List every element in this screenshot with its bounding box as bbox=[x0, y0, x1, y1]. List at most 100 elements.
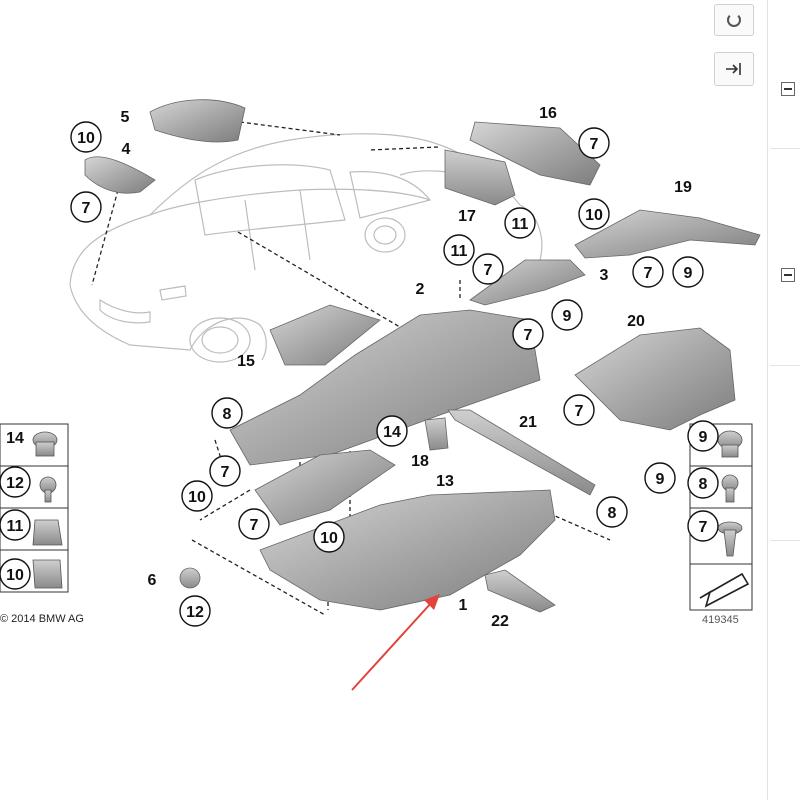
callout-circled-8: 8 bbox=[596, 496, 628, 528]
callout-plain-2: 2 bbox=[416, 281, 425, 298]
part-17-shape bbox=[444, 149, 516, 206]
part-22-shape bbox=[484, 569, 556, 613]
part-15-shape bbox=[269, 304, 381, 366]
callout-plain-5: 5 bbox=[121, 109, 130, 126]
callout-plain-3: 3 bbox=[600, 267, 609, 284]
callout-label: 7 bbox=[699, 519, 708, 536]
callout-label: 7 bbox=[590, 136, 599, 153]
part-21-shape bbox=[447, 409, 596, 496]
callout-label: 12 bbox=[186, 604, 204, 621]
callout-label: 9 bbox=[563, 308, 572, 325]
part-5-shape bbox=[149, 99, 246, 143]
callout-label: 8 bbox=[223, 406, 232, 423]
callout-plain-20: 20 bbox=[627, 313, 645, 330]
callout-label: 9 bbox=[656, 471, 665, 488]
part-16-shape bbox=[469, 121, 601, 186]
callout-label: 10 bbox=[188, 489, 206, 506]
copyright-text: © 2014 BMW AG bbox=[0, 613, 84, 625]
callout-plain-15: 15 bbox=[237, 353, 255, 370]
callout-circled-9: 9 bbox=[551, 299, 583, 331]
callout-circled-7: 7 bbox=[209, 455, 241, 487]
callout-plain-1: 1 bbox=[459, 597, 468, 614]
callout-label: 14 bbox=[383, 424, 401, 441]
collapse-button-bottom[interactable] bbox=[781, 268, 795, 282]
fastener-thumbs bbox=[32, 430, 743, 589]
callout-circled-7: 7 bbox=[563, 394, 595, 426]
callout-label: 11 bbox=[512, 216, 529, 233]
callout-circled-9: 9 bbox=[644, 462, 676, 494]
callout-label: 8 bbox=[608, 505, 617, 522]
callout-circled-14: 14 bbox=[376, 415, 408, 447]
circle-arrow-icon bbox=[727, 13, 741, 27]
callout-circled-12: 12 bbox=[0, 466, 31, 498]
callout-plain-13: 13 bbox=[436, 473, 454, 490]
sidebar-top-button[interactable] bbox=[714, 4, 754, 36]
callout-circled-7: 7 bbox=[70, 191, 102, 223]
callout-label: 7 bbox=[82, 200, 91, 217]
arrow-to-right-icon bbox=[726, 63, 741, 75]
callout-label: 9 bbox=[699, 429, 708, 446]
callout-circled-7: 7 bbox=[632, 256, 664, 288]
callout-label: 7 bbox=[575, 403, 584, 420]
callout-circled-10: 10 bbox=[70, 121, 102, 153]
callout-label: 10 bbox=[585, 207, 603, 224]
callout-label: 7 bbox=[524, 327, 533, 344]
collapse-button-top[interactable] bbox=[781, 82, 795, 96]
callout-circled-10: 10 bbox=[578, 198, 610, 230]
part-20-shape bbox=[574, 327, 736, 431]
callout-label: 9 bbox=[684, 265, 693, 282]
callout-plain-22: 22 bbox=[491, 613, 509, 630]
callout-circled-12: 12 bbox=[179, 595, 211, 627]
callout-circled-7: 7 bbox=[472, 253, 504, 285]
callout-plain-19: 19 bbox=[674, 179, 692, 196]
plain-callouts: 5 4 16 17 19 3 2 20 15 21 14 18 13 6 1 22 bbox=[6, 105, 692, 630]
parts bbox=[84, 99, 761, 613]
callout-circled-11: 11 bbox=[504, 207, 536, 239]
panel-rule bbox=[770, 148, 800, 149]
callout-label: 10 bbox=[77, 130, 95, 147]
part-6-shape bbox=[179, 567, 201, 589]
callout-label: 11 bbox=[451, 243, 468, 260]
callout-circled-7: 7 bbox=[687, 510, 719, 542]
callout-circled-8: 8 bbox=[687, 467, 719, 499]
callout-circled-10: 10 bbox=[313, 521, 345, 553]
callout-circled-7: 7 bbox=[578, 127, 610, 159]
callout-plain-21: 21 bbox=[519, 414, 537, 431]
callout-plain-4: 4 bbox=[122, 141, 131, 158]
callout-plain-14: 14 bbox=[6, 430, 24, 447]
view-direction-arrow bbox=[699, 572, 750, 608]
part-4-shape bbox=[84, 156, 156, 194]
callout-circled-10: 10 bbox=[181, 480, 213, 512]
callout-label: 7 bbox=[644, 265, 653, 282]
part-18-shape bbox=[254, 449, 396, 526]
callout-label: 8 bbox=[699, 476, 708, 493]
callout-plain-6: 6 bbox=[148, 572, 157, 589]
expand-panel-button[interactable] bbox=[714, 52, 754, 86]
callout-circled-7: 7 bbox=[512, 318, 544, 350]
callout-circled-8: 8 bbox=[211, 397, 243, 429]
panel-rule bbox=[770, 365, 800, 366]
callout-label: 12 bbox=[6, 475, 24, 492]
callout-label: 10 bbox=[6, 567, 24, 584]
callout-label: 11 bbox=[7, 518, 24, 535]
callout-circled-11: 11 bbox=[443, 234, 475, 266]
callout-label: 7 bbox=[250, 517, 259, 534]
panel-rule bbox=[770, 540, 800, 541]
callout-plain-17: 17 bbox=[458, 208, 476, 225]
part-1-shape bbox=[259, 489, 556, 611]
callout-circled-9: 9 bbox=[672, 256, 704, 288]
callout-circled-11: 11 bbox=[0, 509, 31, 541]
callout-label: 7 bbox=[484, 262, 493, 279]
part-3-shape bbox=[469, 259, 586, 306]
car-outline bbox=[69, 133, 543, 363]
callout-plain-18: 18 bbox=[411, 453, 429, 470]
part-19-shape bbox=[574, 209, 761, 259]
callout-circled-10: 10 bbox=[0, 558, 31, 590]
red-arrow bbox=[351, 594, 440, 691]
callout-circled-9: 9 bbox=[687, 420, 719, 452]
document-number: 419345 bbox=[702, 614, 739, 626]
callout-plain-16: 16 bbox=[539, 105, 557, 122]
